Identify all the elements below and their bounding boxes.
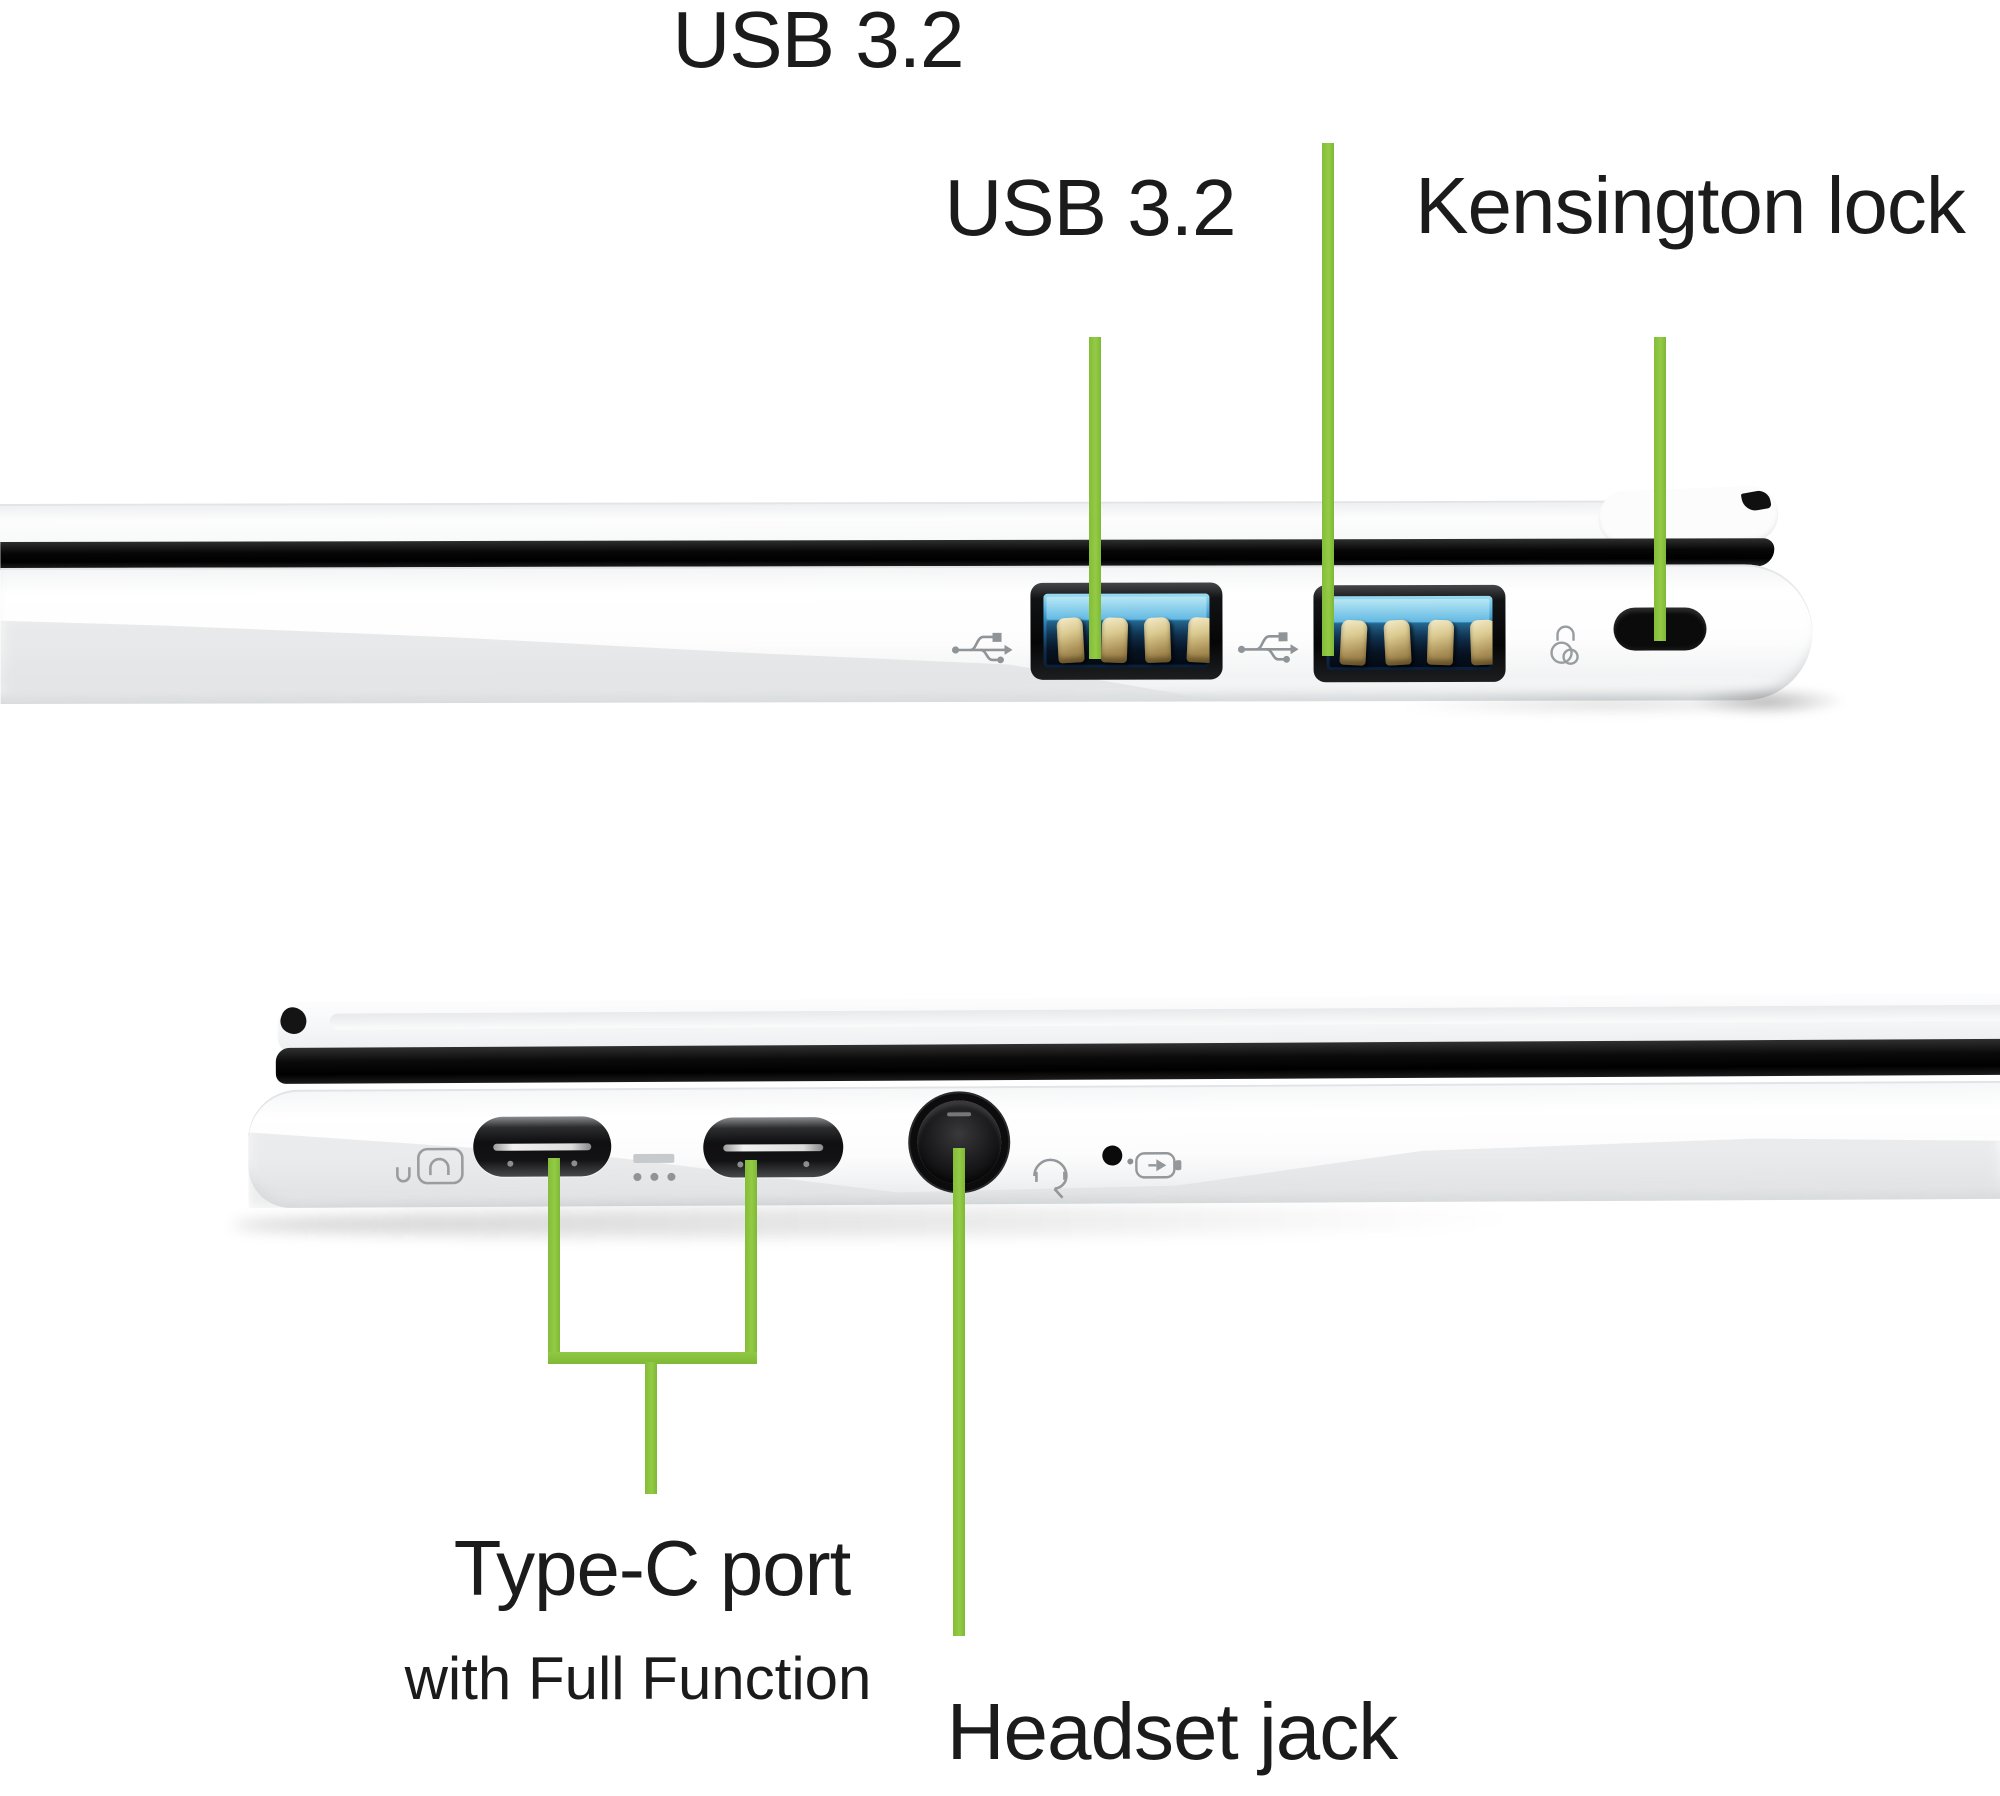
callout-line-kensington bbox=[1654, 337, 1666, 641]
port-reflection bbox=[803, 1161, 810, 1168]
port-reflection bbox=[571, 1160, 578, 1167]
dc-in-icon-dot bbox=[633, 1173, 642, 1182]
port-reflection bbox=[737, 1161, 744, 1168]
usb-c-port-2-slot bbox=[723, 1144, 824, 1152]
usb-c-port-1-slot bbox=[493, 1143, 592, 1151]
callout-line-headset bbox=[953, 1148, 965, 1636]
usb-icon bbox=[1236, 623, 1300, 667]
label-headset-jack: Headset jack bbox=[946, 1687, 1398, 1776]
right-side-view bbox=[0, 0, 2000, 780]
usb-c-displayport-icon bbox=[392, 1145, 466, 1189]
usb-c-port-1 bbox=[473, 1116, 612, 1177]
dc-in-icon bbox=[633, 1153, 675, 1164]
callout-stem-type-c bbox=[645, 1362, 657, 1494]
indicator-dot bbox=[1127, 1158, 1134, 1165]
port-reflection bbox=[507, 1160, 514, 1167]
battery-indicator-icon bbox=[1134, 1149, 1184, 1181]
label-usb-3-2-top: USB 3.2 bbox=[672, 0, 965, 84]
laptop-shadow bbox=[232, 1203, 1583, 1241]
usb-icon bbox=[950, 624, 1014, 668]
callout-bracket-bar bbox=[548, 1352, 757, 1364]
callout-line-usb-port-1 bbox=[1089, 337, 1101, 659]
left-side-view bbox=[232, 992, 2000, 1241]
usb-c-port-2 bbox=[703, 1116, 844, 1178]
jack-highlight bbox=[947, 1112, 972, 1117]
callout-line-usb-port-2 bbox=[1322, 143, 1334, 656]
lid-base-gap bbox=[275, 1038, 2000, 1084]
callout-line-type-c-right bbox=[745, 1160, 757, 1354]
dc-in-icon-dot bbox=[650, 1172, 659, 1181]
kensington-lock-icon bbox=[1540, 617, 1590, 673]
microphone-hole bbox=[1102, 1145, 1123, 1166]
label-type-c-port: Type-C port bbox=[453, 1524, 851, 1612]
dc-in-icon-dot bbox=[667, 1172, 676, 1181]
label-type-c-subtext: with Full Function bbox=[404, 1645, 872, 1712]
label-kensington-lock: Kensington lock bbox=[1415, 161, 1966, 250]
callout-line-type-c-left bbox=[548, 1158, 560, 1354]
label-usb-3-2-side: USB 3.2 bbox=[944, 163, 1237, 252]
headset-icon bbox=[1024, 1142, 1080, 1202]
